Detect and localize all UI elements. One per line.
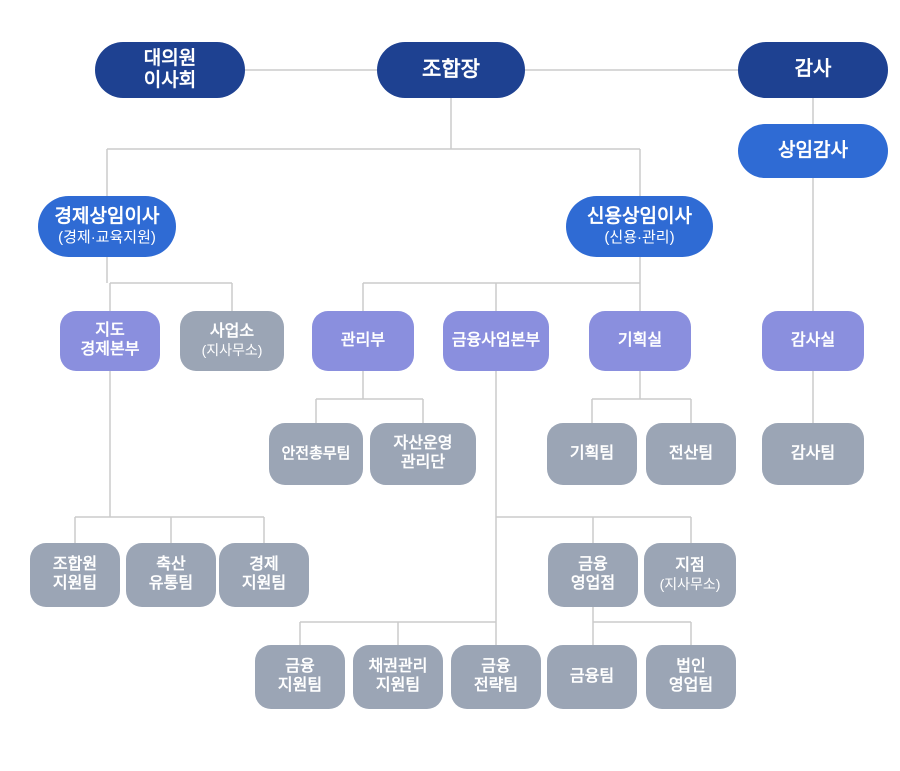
- node-econ-director: 경제상임이사 (경제·교육지원): [38, 196, 176, 257]
- node-label: 사업소: [209, 323, 255, 341]
- node-standing-auditor: 상임감사: [738, 124, 888, 178]
- node-label: 지점: [675, 557, 705, 575]
- node-sublabel: (경제·교육지원): [58, 228, 156, 246]
- node-label: 조합장: [422, 57, 480, 81]
- node-label: 금융: [578, 556, 608, 574]
- node-label: 관리단: [400, 454, 446, 471]
- node-audit-office: 감사실: [762, 311, 864, 371]
- node-it-team: 전산팀: [646, 423, 736, 485]
- node-bond-mgmt-team: 채권관리 지원팀: [353, 645, 443, 709]
- node-fin-team: 금융팀: [547, 645, 637, 709]
- node-assembly: 대의원 이사회: [95, 42, 245, 98]
- node-label: 감사팀: [790, 444, 836, 462]
- node-label: 지원팀: [52, 575, 98, 592]
- node-fin-branch: 금융 영업점: [548, 543, 638, 607]
- node-label: 축산: [156, 556, 186, 574]
- node-label: 안전총무팀: [281, 445, 351, 463]
- node-label: 대의원: [143, 47, 197, 69]
- node-planning-team: 기획팀: [547, 423, 637, 485]
- node-label: 경제본부: [80, 341, 140, 358]
- node-label: 전산팀: [668, 444, 714, 462]
- node-label: 영업점: [570, 575, 616, 592]
- node-label: 영업팀: [668, 677, 714, 694]
- node-sublabel: (신용·관리): [604, 228, 675, 246]
- node-label: 감사실: [790, 331, 836, 349]
- node-livestock-team: 축산 유통팀: [126, 543, 216, 607]
- node-sublabel: (지사무소): [201, 342, 263, 359]
- node-audit-team: 감사팀: [762, 423, 864, 485]
- node-label: 상임감사: [778, 139, 848, 161]
- node-label: 조합원: [52, 556, 98, 574]
- node-member-support-team: 조합원 지원팀: [30, 543, 120, 607]
- node-chairman: 조합장: [377, 42, 525, 98]
- node-label: 지원팀: [277, 677, 323, 694]
- node-label: 채권관리: [368, 658, 428, 676]
- node-label: 금융팀: [569, 667, 615, 685]
- node-label: 자산운영: [393, 435, 453, 453]
- node-safety-team: 안전총무팀: [269, 423, 363, 485]
- node-credit-director: 신용상임이사 (신용·관리): [566, 196, 713, 257]
- node-label: 경제: [249, 556, 279, 574]
- node-label: 감사: [794, 58, 832, 81]
- node-finance-hq: 금융사업본부: [443, 311, 549, 371]
- node-label: 지원팀: [241, 575, 287, 592]
- node-branch: 지점 (지사무소): [644, 543, 736, 607]
- node-label: 법인: [676, 658, 706, 676]
- node-label: 신용상임이사: [587, 206, 692, 228]
- node-label: 금융: [285, 658, 315, 676]
- node-fin-strategy-team: 금융 전략팀: [451, 645, 541, 709]
- node-admin-dept: 관리부: [312, 311, 414, 371]
- node-sublabel: (지사무소): [659, 576, 721, 593]
- node-econ-support-team: 경제 지원팀: [219, 543, 309, 607]
- node-label: 금융사업본부: [451, 331, 541, 349]
- node-label: 이사회: [143, 70, 197, 91]
- node-label: 관리부: [340, 331, 386, 349]
- node-label: 지도: [95, 322, 125, 340]
- node-asset-mgmt: 자산운영 관리단: [370, 423, 476, 485]
- node-label: 유통팀: [148, 575, 194, 592]
- node-business-office: 사업소 (지사무소): [180, 311, 284, 371]
- node-auditor: 감사: [738, 42, 888, 98]
- node-corp-sales-team: 법인 영업팀: [646, 645, 736, 709]
- node-guidance-hq: 지도 경제본부: [60, 311, 160, 371]
- node-label: 지원팀: [375, 677, 421, 694]
- node-label: 경제상임이사: [54, 206, 160, 228]
- node-label: 금융: [481, 658, 511, 676]
- node-fin-support-team: 금융 지원팀: [255, 645, 345, 709]
- node-label: 기획팀: [569, 444, 615, 462]
- node-planning-office: 기획실: [589, 311, 691, 371]
- node-label: 기획실: [617, 331, 663, 349]
- node-label: 전략팀: [473, 677, 519, 694]
